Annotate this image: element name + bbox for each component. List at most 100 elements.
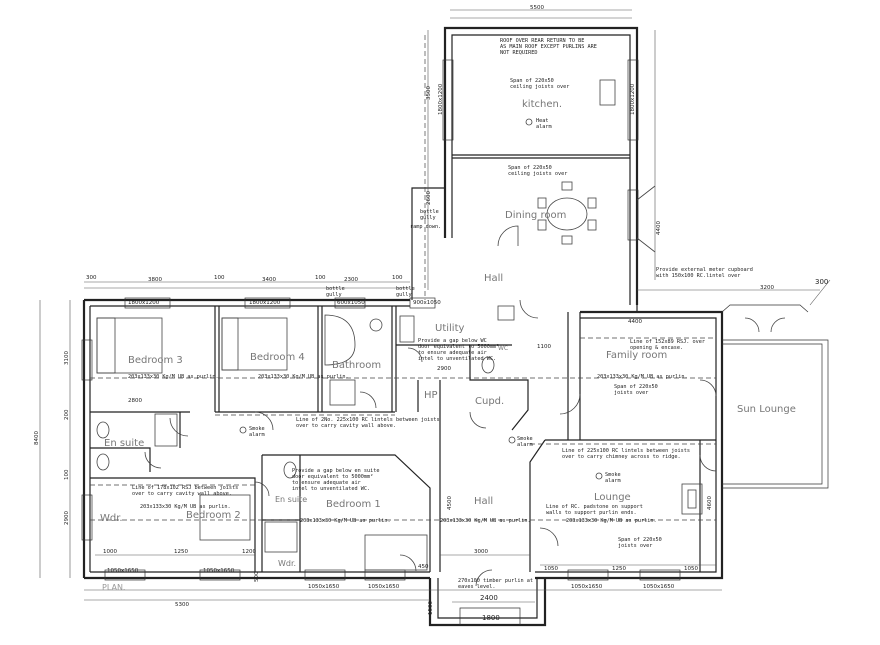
- note-roof-over-3: NOT REQUIRED: [500, 50, 537, 56]
- note-rc-lintels-chimney-2: over to carry chimney across to ridge.: [562, 454, 681, 460]
- dim-top-overall: 5500: [530, 5, 544, 11]
- note-rc-lintels-chimney-1: Line of 225x100 RC lintels between joist…: [562, 448, 690, 454]
- note-roof-over-2: AS MAIN ROOF EXCEPT PURLINS ARE: [500, 44, 597, 50]
- label-sun-lounge: Sun Lounge: [737, 404, 796, 415]
- exterior-walls: [82, 26, 724, 627]
- note-kitchen-joists-1: Span of 220x50: [510, 78, 554, 84]
- dim-west-3400: 3400: [262, 277, 276, 283]
- dim-west-100a: 100: [214, 275, 225, 281]
- note-purlin-bed1: 203x133x30 Kg/M UB as purlin.: [300, 518, 391, 524]
- dim-front-bed1-w2: 1050x1650: [368, 584, 400, 590]
- dim-west-100b: 100: [315, 275, 326, 281]
- note-padstone-1: Line of RC. padstone on support: [546, 504, 643, 510]
- note-roof-over-1: ROOF OVER REAR RETURN TO BE: [500, 38, 584, 44]
- note-smoke-alarm-hall-1: Smoke: [517, 436, 533, 442]
- dim-1200: 1200: [242, 549, 256, 555]
- label-hall-north: Hall: [484, 273, 503, 284]
- note-timber-purlin-2: eaves level.: [458, 584, 495, 590]
- dimension-texts: 5500 3500 1800x1200 1800x1200 2600 4400 …: [34, 5, 828, 622]
- note-purlin-family: 203x133x30 Kg/M UB as purlin.: [597, 374, 688, 380]
- dim-1250: 1250: [174, 549, 188, 555]
- note-purlin-bed3: 203x133x30 Kg/M UB as purlin.: [128, 374, 219, 380]
- note-external-meter-1: Provide external meter cupboard: [656, 267, 753, 273]
- fixtures: [96, 79, 703, 571]
- label-wdr-left: Wdr.: [100, 513, 123, 524]
- dim-4600: 4600: [707, 496, 713, 510]
- note-lintels-2no-2: over to carry cavity wall above.: [296, 423, 396, 429]
- label-family-room: Family room: [606, 350, 667, 361]
- note-rsj-152-2: opening & encase.: [630, 345, 683, 351]
- note-timber-purlin-1: 270x100 timber purlin at: [458, 578, 533, 584]
- dimension-lines: [39, 9, 820, 603]
- note-smoke-alarm-bed-2: alarm: [249, 432, 265, 438]
- alarm-symbols: [239, 118, 603, 480]
- dim-dining-window: 4400: [656, 221, 662, 235]
- note-purlin-hall: 203x133x30 Kg/M UB as purlin.: [440, 518, 531, 524]
- dim-porch-2400: 2400: [480, 594, 498, 602]
- label-hp: HP: [424, 390, 438, 401]
- dim-west-300: 300: [86, 275, 97, 281]
- dim-west-2300: 2300: [344, 277, 358, 283]
- sun-lounge-structure: [721, 279, 831, 489]
- note-rsj-178-1: Line of 178x102 RSJ between joists: [132, 485, 238, 491]
- note-rsj-178-2: over to carry cavity wall above.: [132, 491, 232, 497]
- label-dining-room: Dining room: [505, 210, 566, 221]
- note-ensuite-gap-2: door equivalent to 5000mm²: [292, 474, 373, 480]
- note-utility-gap-2: door equivalent to 5000mm²: [418, 344, 499, 350]
- note-heat-alarm-1: Heat: [536, 118, 549, 124]
- note-bottle-gully-c1: bottle: [396, 286, 415, 292]
- label-bedroom-2: Bedroom 2: [186, 510, 241, 521]
- dim-kitchen-win-right: 1800x1200: [630, 83, 636, 115]
- note-family-joists-2: joists over: [614, 390, 648, 396]
- dim-west-100c: 100: [392, 275, 403, 281]
- note-padstone-2: walls to support purlin ends.: [546, 510, 637, 516]
- note-bottle-gully-a2: gully: [420, 215, 436, 221]
- label-kitchen: kitchen.: [522, 99, 562, 110]
- note-ensuite-gap-4: intel to unventilated WC.: [292, 486, 370, 492]
- dim-1000: 1000: [103, 549, 117, 555]
- note-dining-joists-1: Span of 220x50: [508, 165, 552, 171]
- note-lounge-joists-2: joists over: [618, 543, 652, 549]
- note-bottle-gully-c2: gully: [396, 292, 412, 298]
- note-utility-gap-3: to ensure adequate air: [418, 350, 487, 356]
- dim-win-b3: 1800x1200: [128, 300, 160, 306]
- label-bedroom-3: Bedroom 3: [128, 355, 183, 366]
- note-utility-gap-4: intel to unventilated WC.: [418, 356, 496, 362]
- label-plan: PLAN.: [102, 583, 125, 592]
- dim-win-bath: 600x1050: [337, 300, 365, 306]
- note-external-meter-2: with 150x100 RC.lintel over: [656, 273, 740, 279]
- label-cupd: Cupd.: [475, 396, 504, 407]
- note-ensuite-gap-3: to ensure adequate air: [292, 480, 361, 486]
- dim-rear-3200: 3200: [760, 285, 774, 291]
- dim-front-lounge-w2: 1050x1650: [643, 584, 675, 590]
- windows: [81, 59, 681, 581]
- note-smoke-alarm-bed-1: Smoke: [249, 426, 265, 432]
- label-lounge: Lounge: [594, 492, 631, 503]
- note-lintels-2no-1: Line of 2No. 225x100 RC lintels between …: [296, 417, 440, 423]
- note-ramp-down: ramp down.: [410, 224, 441, 230]
- dim-front-bed2-w2: 1050x1650: [203, 568, 235, 574]
- dim-left-200: 200: [64, 409, 70, 420]
- dim-1050a: 1050: [544, 566, 558, 572]
- note-purlin-bed4: 203x133x30 Kg/M UB as purlin.: [258, 374, 349, 380]
- structure-lines: [90, 35, 716, 521]
- dim-2900: 2900: [437, 366, 451, 372]
- dim-west-3800: 3800: [148, 277, 162, 283]
- dim-left-3100: 3100: [64, 351, 70, 365]
- label-bathroom: Bathroom: [332, 360, 381, 371]
- dim-dining-height: 2600: [426, 191, 432, 205]
- note-lounge-joists-1: Span of 220x50: [618, 537, 662, 543]
- label-wc: WC: [498, 345, 508, 352]
- dim-rear-4400: 4400: [628, 319, 642, 325]
- note-rsj-152-1: Line of 152x89 RSJ. over: [630, 339, 705, 345]
- label-en-suite-centre: En suite: [275, 495, 307, 504]
- note-kitchen-joists-2: ceiling joists over: [510, 84, 569, 90]
- dim-overall-depth: 8400: [34, 431, 40, 445]
- note-utility-gap-1: Provide a gap below WC: [418, 338, 487, 344]
- note-bottle-gully-b2: gully: [326, 292, 342, 298]
- dim-1050b: 1050: [684, 566, 698, 572]
- note-bottle-gully-b1: bottle: [326, 286, 345, 292]
- dim-front-bed2-w1: 1050x1650: [107, 568, 139, 574]
- note-smoke-alarm-lounge-1: Smoke: [605, 472, 621, 478]
